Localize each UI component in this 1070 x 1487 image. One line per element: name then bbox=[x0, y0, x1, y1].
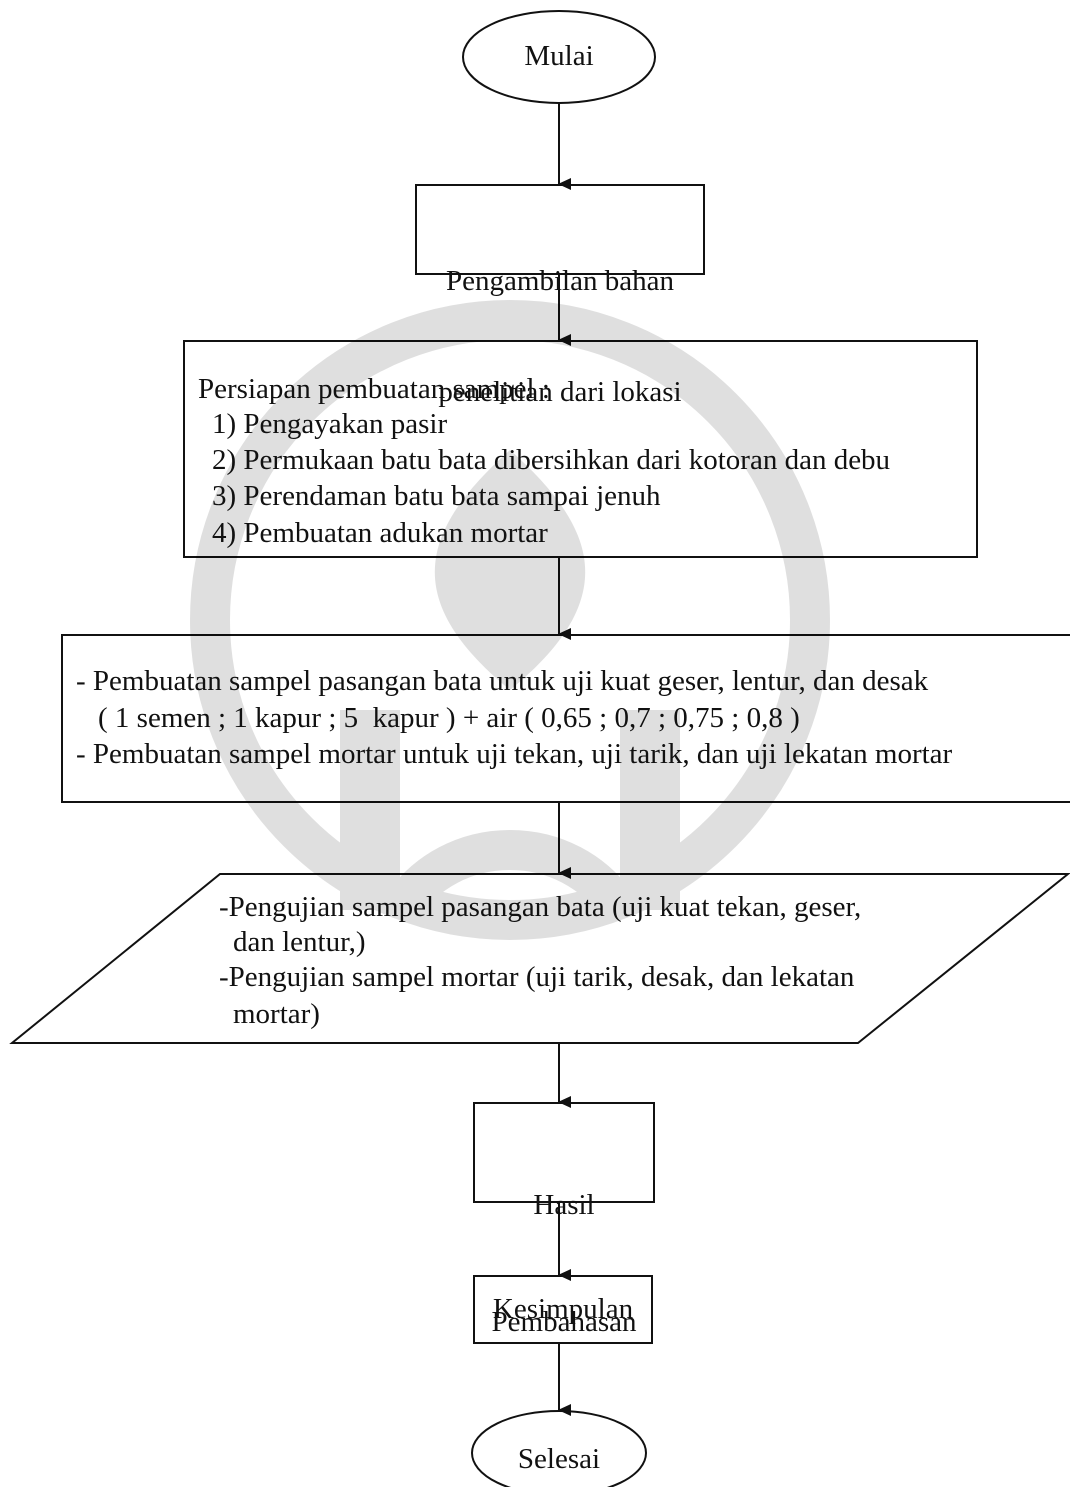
step2-item-2: 2) Permukaan batu bata dibersihkan dari … bbox=[212, 444, 891, 476]
step2-heading: Persiapan pembuatan sampel : bbox=[198, 373, 550, 405]
step1-line1: Pengambilan bahan bbox=[446, 265, 674, 297]
step5-line2: Pembahasan bbox=[491, 1306, 637, 1338]
step3-line3: - Pembuatan sampel mortar untuk uji teka… bbox=[76, 738, 953, 770]
university-seal-watermark-icon bbox=[190, 300, 830, 940]
step1-process-box bbox=[415, 184, 705, 275]
step4-io-parallelogram bbox=[9, 873, 1070, 1044]
step3-process-box bbox=[61, 634, 1070, 803]
step1-label: Pengambilan bahan penelitian dari lokasi bbox=[416, 189, 704, 448]
start-label: Mulai bbox=[524, 40, 594, 72]
step2-process-box bbox=[183, 340, 978, 558]
step2-item-1: 1) Pengayakan pasir bbox=[212, 408, 448, 440]
step2-item-4: 4) Pembuatan adukan mortar bbox=[212, 517, 548, 549]
step3-line2: ( 1 semen ; 1 kapur ; 5 kapur ) + air ( … bbox=[98, 702, 800, 734]
step5-label: Hasil Pembahasan bbox=[474, 1108, 654, 1381]
step5-line1: Hasil bbox=[533, 1189, 595, 1221]
step4-line4: mortar) bbox=[233, 998, 320, 1030]
step4-line1: -Pengujian sampel pasangan bata (uji kua… bbox=[219, 891, 862, 923]
step3-line1: - Pembuatan sampel pasangan bata untuk u… bbox=[76, 665, 929, 697]
step4-line3: -Pengujian sampel mortar (uji tarik, des… bbox=[219, 961, 855, 993]
end-label: Selesai bbox=[517, 1443, 601, 1475]
step1-line2: penelitian dari lokasi bbox=[438, 376, 682, 408]
step4-line2: dan lentur,) bbox=[233, 926, 366, 958]
step6-label: Kesimpulan bbox=[492, 1293, 634, 1325]
step5-process-box bbox=[473, 1102, 655, 1203]
step6-process-box bbox=[473, 1275, 653, 1344]
step2-item-3: 3) Perendaman batu bata sampai jenuh bbox=[212, 480, 661, 512]
